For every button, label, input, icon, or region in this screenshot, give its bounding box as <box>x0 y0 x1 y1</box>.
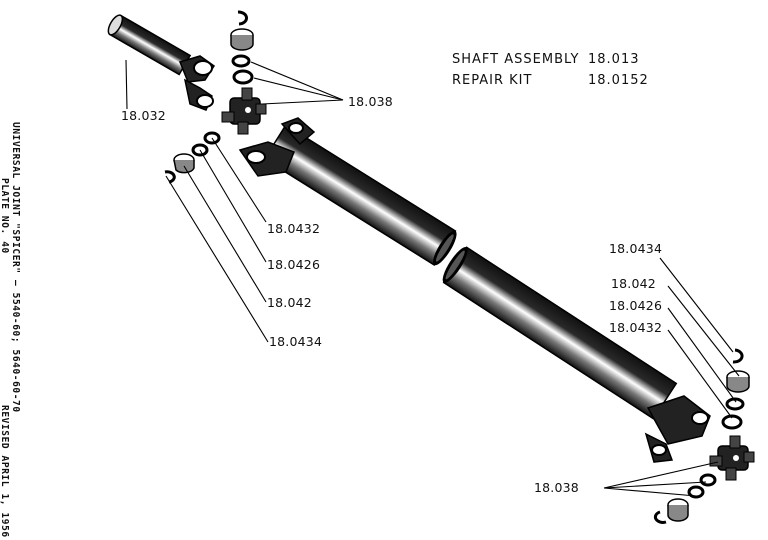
callout-upper-0426: 18.0426 <box>267 257 321 272</box>
callout-lower-042: 18.042 <box>611 276 656 291</box>
callout-upper-0434: 18.0434 <box>269 334 323 349</box>
propeller-shaft-tube-lower <box>442 246 711 463</box>
repair-kit-label: REPAIR KIT <box>452 73 533 88</box>
callout-upper-042: 18.042 <box>267 295 312 310</box>
upper-spider-cross <box>221 87 267 135</box>
slip-yoke-shaft <box>107 14 216 111</box>
leader-lines <box>125 59 740 497</box>
upper-snap-ring <box>237 10 248 26</box>
upper-bearing-cup <box>230 28 254 51</box>
shaft-assembly-number: 18.013 <box>588 52 640 67</box>
propeller-shaft-tube-upper <box>238 117 457 266</box>
callout-lower-0432: 18.0432 <box>609 320 663 335</box>
lower-spider-cross <box>709 435 755 481</box>
callout-upper-0432: 18.0432 <box>267 221 321 236</box>
lower-snap-ring <box>732 348 744 364</box>
shaft-assembly-label: SHAFT ASSEMBLY <box>452 52 580 67</box>
callout-lower-0434: 18.0434 <box>609 241 663 256</box>
callout-yoke-shaft: 18.032 <box>121 108 166 123</box>
upper-seal-rings <box>231 54 254 85</box>
side-caption-line1: UNIVERSAL JOINT "SPICER" — 5540-60; 5640… <box>10 122 21 413</box>
lower-left-parts <box>653 473 717 524</box>
callout-spider-lower: 18.038 <box>534 480 579 495</box>
callout-lower-0426: 18.0426 <box>609 298 663 313</box>
lower-seal-rings <box>721 397 745 430</box>
lower-bearing-cup <box>726 370 750 393</box>
side-caption-line2: PLATE NO. 40 <box>0 178 10 254</box>
repair-kit-number: 18.0152 <box>588 73 649 88</box>
callout-spider-upper: 18.038 <box>348 94 393 109</box>
side-caption-line3: REVISED APRIL 1, 1956 <box>0 405 10 538</box>
upper-left-parts <box>164 131 221 184</box>
